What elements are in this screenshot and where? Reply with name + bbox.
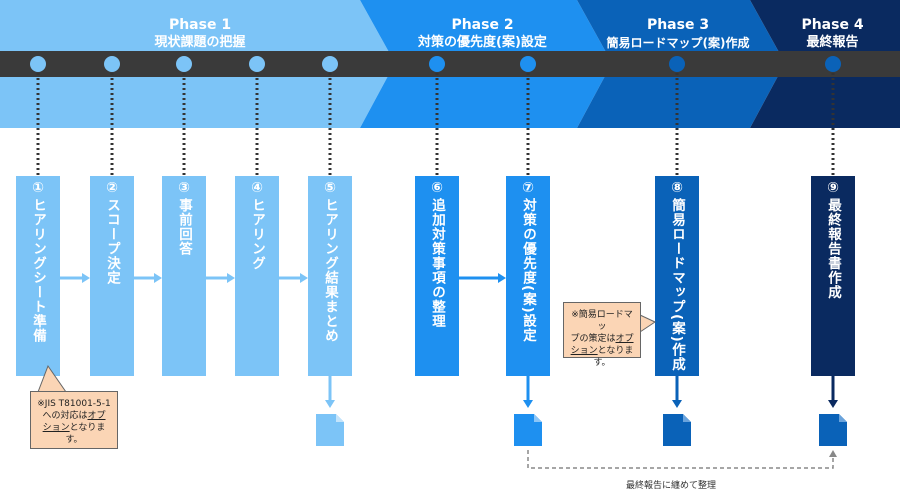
step-5: ⑤ ヒアリング結果まとめ bbox=[308, 176, 352, 376]
consolidation-arrowhead bbox=[829, 450, 837, 457]
timeline-dot-8 bbox=[669, 56, 685, 72]
step-label: 対策の優先度(案)設定 bbox=[520, 198, 536, 343]
phase4-label: Phase 4 bbox=[801, 17, 864, 33]
timeline-dot-7 bbox=[520, 56, 536, 72]
step-4: ④ ヒアリング bbox=[235, 176, 279, 376]
step-number: ⑤ bbox=[324, 180, 336, 196]
step-number: ④ bbox=[251, 180, 263, 196]
phase2-title: Phase 2 対策の優先度(案)設定 bbox=[395, 16, 570, 52]
step-box-8 bbox=[655, 176, 699, 376]
step-number: ② bbox=[106, 180, 118, 196]
step-box-5 bbox=[308, 176, 352, 376]
roadmap-note-line1: ※簡易ロードマッ bbox=[571, 310, 633, 332]
jis-note: ※JIS T81001-5-1 への対応はオプ ションとなります。 bbox=[30, 391, 118, 449]
jis-note-line1: ※JIS T81001-5-1 bbox=[37, 399, 111, 409]
step-label: スコープ決定 bbox=[104, 198, 120, 285]
phase2-label: Phase 2 bbox=[451, 17, 514, 33]
phase2-subtitle: 対策の優先度(案)設定 bbox=[418, 35, 547, 50]
consolidation-line bbox=[527, 450, 834, 469]
step-box-2 bbox=[90, 176, 134, 376]
flow-arrows bbox=[60, 273, 308, 283]
document-icon-5 bbox=[316, 414, 344, 446]
step-box-1 bbox=[16, 176, 60, 376]
phase1-title: Phase 1 現状課題の把握 bbox=[120, 16, 280, 52]
timeline-dot-9 bbox=[825, 56, 841, 72]
step-box-3 bbox=[162, 176, 206, 376]
phase3-label: Phase 3 bbox=[646, 17, 710, 33]
phase4-subtitle: 最終報告 bbox=[806, 35, 859, 50]
step-number: ⑧ bbox=[671, 180, 683, 196]
document-icon-7 bbox=[514, 414, 542, 446]
step-2: ② スコープ決定 bbox=[90, 176, 134, 376]
step-7: ⑦ 対策の優先度(案)設定 bbox=[506, 176, 550, 376]
document-icon-8 bbox=[663, 414, 691, 446]
timeline-dots bbox=[30, 56, 841, 72]
roadmap-note-line3: ションとなります。 bbox=[570, 346, 634, 368]
step-box-4 bbox=[235, 176, 279, 376]
consolidation-caption: 最終報告に纏めて整理 bbox=[626, 481, 717, 491]
document-icon-9 bbox=[819, 414, 847, 446]
phase4-title: Phase 4 最終報告 bbox=[785, 16, 880, 52]
step-6: ⑥ 追加対策事項の整理 bbox=[415, 176, 459, 376]
roadmap-note-pointer bbox=[639, 314, 657, 333]
step-number: ⑨ bbox=[827, 180, 839, 196]
timeline-dot-1 bbox=[30, 56, 46, 72]
roadmap-note: ※簡易ロードマッ プの策定はオプ ションとなります。 bbox=[563, 302, 641, 368]
timeline-dot-5 bbox=[322, 56, 338, 72]
dotted-connectors bbox=[36, 73, 835, 176]
phase3-subtitle: 簡易ロードマップ(案)作成 bbox=[606, 36, 750, 50]
jis-note-line2: への対応はオプ bbox=[42, 411, 106, 421]
jis-note-line3: ションとなります。 bbox=[42, 423, 106, 445]
step-label: 事前回答 bbox=[176, 198, 192, 256]
timeline-dot-2 bbox=[104, 56, 120, 72]
timeline-bar bbox=[0, 51, 900, 77]
step-label: 追加対策事項の整理 bbox=[429, 198, 445, 329]
step-label: ヒアリング結果まとめ bbox=[322, 198, 338, 343]
timeline-dot-3 bbox=[176, 56, 192, 72]
roadmap-note-line2: プの策定はオプ bbox=[570, 334, 634, 344]
step-box-9 bbox=[811, 176, 855, 376]
timeline-dot-4 bbox=[249, 56, 265, 72]
step-box-6 bbox=[415, 176, 459, 376]
phase3-title: Phase 3 簡易ロードマップ(案)作成 bbox=[603, 16, 753, 52]
step-number: ① bbox=[32, 180, 44, 196]
step-number: ⑦ bbox=[522, 180, 534, 196]
step-label: ヒアリング bbox=[249, 198, 265, 271]
step-number: ⑥ bbox=[431, 180, 443, 196]
step-1: ① ヒアリングシート準備 bbox=[16, 176, 60, 376]
step-label: 最終報告書作成 bbox=[825, 198, 841, 300]
step-label: ヒアリングシート準備 bbox=[30, 198, 46, 343]
down-arrows bbox=[325, 376, 838, 408]
flow-arrow-phase2 bbox=[459, 273, 506, 283]
step-3: ③ 事前回答 bbox=[162, 176, 206, 376]
phase1-label: Phase 1 bbox=[168, 17, 232, 33]
step-8: ⑧ 簡易ロードマップ(案)作成 bbox=[655, 176, 699, 376]
phase1-subtitle: 現状課題の把握 bbox=[154, 35, 246, 50]
step-label: 簡易ロードマップ(案)作成 bbox=[669, 198, 685, 372]
timeline-dot-6 bbox=[429, 56, 445, 72]
step-9: ⑨ 最終報告書作成 bbox=[811, 176, 855, 376]
step-box-7 bbox=[506, 176, 550, 376]
step-number: ③ bbox=[178, 180, 190, 196]
